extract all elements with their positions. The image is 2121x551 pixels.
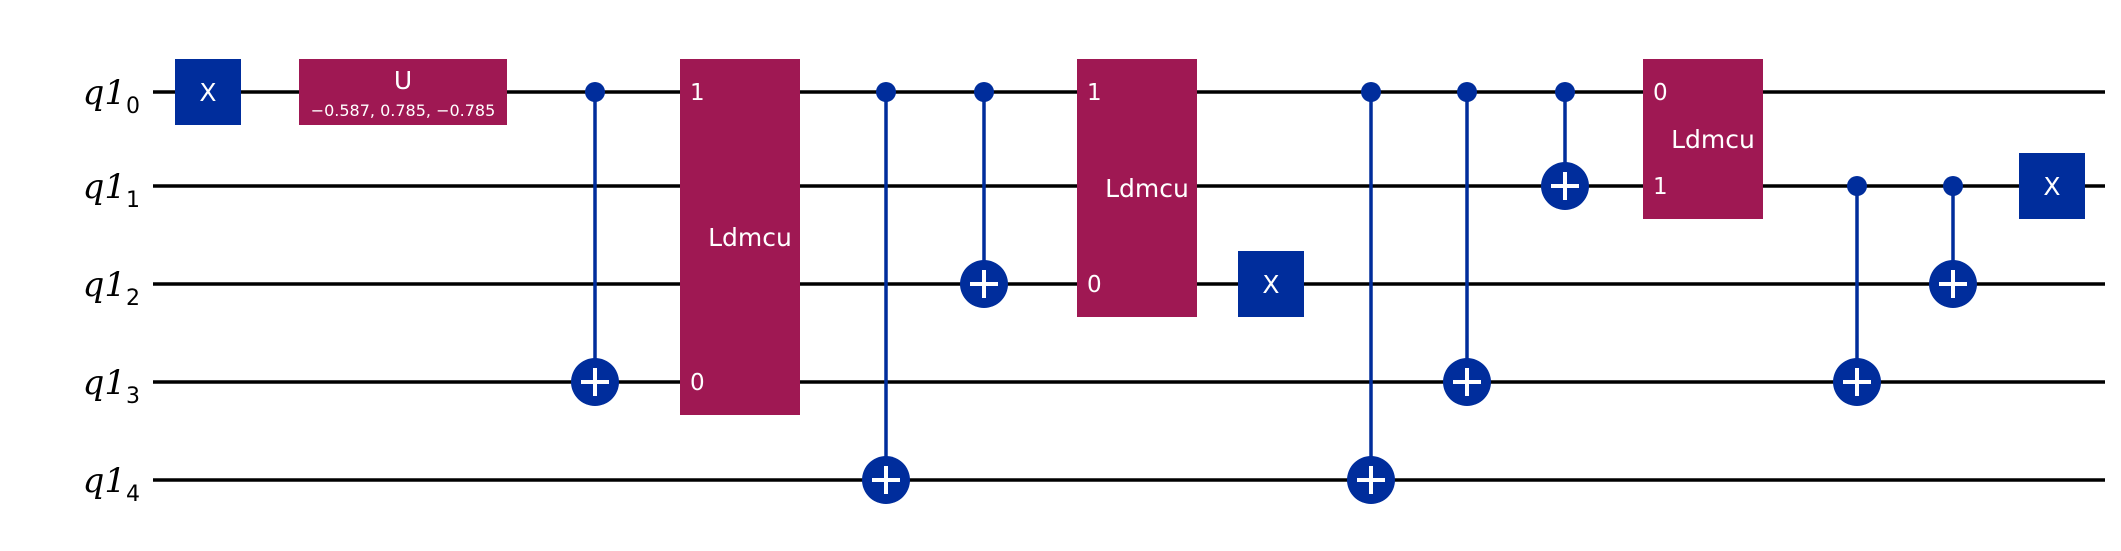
x-gate[interactable]: X: [175, 59, 241, 125]
ldmcu-port-label: 0: [1087, 272, 1102, 298]
ldmcu-gate[interactable]: Ldmcu 1 0: [680, 59, 800, 415]
ldmcu-gate-label: Ldmcu: [1105, 174, 1189, 203]
ldmcu-port-label: 1: [1087, 80, 1102, 106]
control-dot: [1457, 82, 1477, 102]
x-gate-box: [2019, 153, 2085, 219]
cnot-gate[interactable]: [1929, 176, 1977, 308]
ldmcu-gate-label: Ldmcu: [708, 223, 792, 252]
cnot-gate[interactable]: [1443, 82, 1491, 406]
cnot-gate[interactable]: [1347, 82, 1395, 504]
cnot-gate[interactable]: [571, 82, 619, 406]
cnot-gate[interactable]: [960, 82, 1008, 308]
qubit-register-name: q1: [83, 363, 126, 403]
qubit-register-name: q1: [83, 461, 126, 501]
qubit-label-3: q13: [83, 363, 140, 409]
ldmcu-port-label: 1: [1653, 174, 1668, 200]
control-dot: [974, 82, 994, 102]
qubit-register-name: q1: [83, 167, 126, 207]
qubit-index: 4: [126, 482, 140, 507]
qubit-index: 0: [126, 94, 140, 119]
cnot-gate[interactable]: [862, 82, 910, 504]
qubit-label-4: q14: [83, 461, 140, 507]
x-gate[interactable]: X: [2019, 153, 2085, 219]
cnot-gate[interactable]: [1833, 176, 1881, 406]
ldmcu-gate-label: Ldmcu: [1671, 125, 1755, 154]
x-gate-box: [175, 59, 241, 125]
qubit-label-0: q10: [83, 73, 140, 119]
qubit-label-2: q12: [83, 265, 140, 311]
ldmcu-gate-box: [680, 59, 800, 415]
x-gate-box: [1238, 251, 1304, 317]
ldmcu-port-label: 0: [690, 370, 705, 396]
qubit-register-name: q1: [83, 265, 126, 305]
u-gate-box: [299, 59, 507, 125]
ldmcu-port-label: 0: [1653, 80, 1668, 106]
ldmcu-gate-box: [1077, 59, 1197, 317]
qubit-label-1: q11: [83, 167, 140, 213]
qubit-register-name: q1: [83, 73, 126, 113]
control-dot: [1943, 176, 1963, 196]
qubit-index: 3: [126, 384, 140, 409]
ldmcu-gate[interactable]: Ldmcu 1 0: [1077, 59, 1197, 317]
control-dot: [876, 82, 896, 102]
u-gate-params: −0.587, 0.785, −0.785: [311, 101, 496, 120]
x-gate-label: X: [1262, 270, 1279, 299]
qubit-index: 2: [126, 286, 140, 311]
x-gate-label: X: [2043, 172, 2060, 201]
qubit-index: 1: [126, 188, 140, 213]
u-gate[interactable]: U −0.587, 0.785, −0.785: [299, 59, 507, 125]
control-dot: [1555, 82, 1575, 102]
ldmcu-port-label: 1: [690, 80, 705, 106]
cnot-gate[interactable]: [1541, 82, 1589, 210]
control-dot: [1847, 176, 1867, 196]
control-dot: [585, 82, 605, 102]
x-gate-label: X: [199, 78, 216, 107]
u-gate-label: U: [394, 66, 412, 95]
ldmcu-gate-box: [1643, 59, 1763, 219]
x-gate[interactable]: X: [1238, 251, 1304, 317]
control-dot: [1361, 82, 1381, 102]
